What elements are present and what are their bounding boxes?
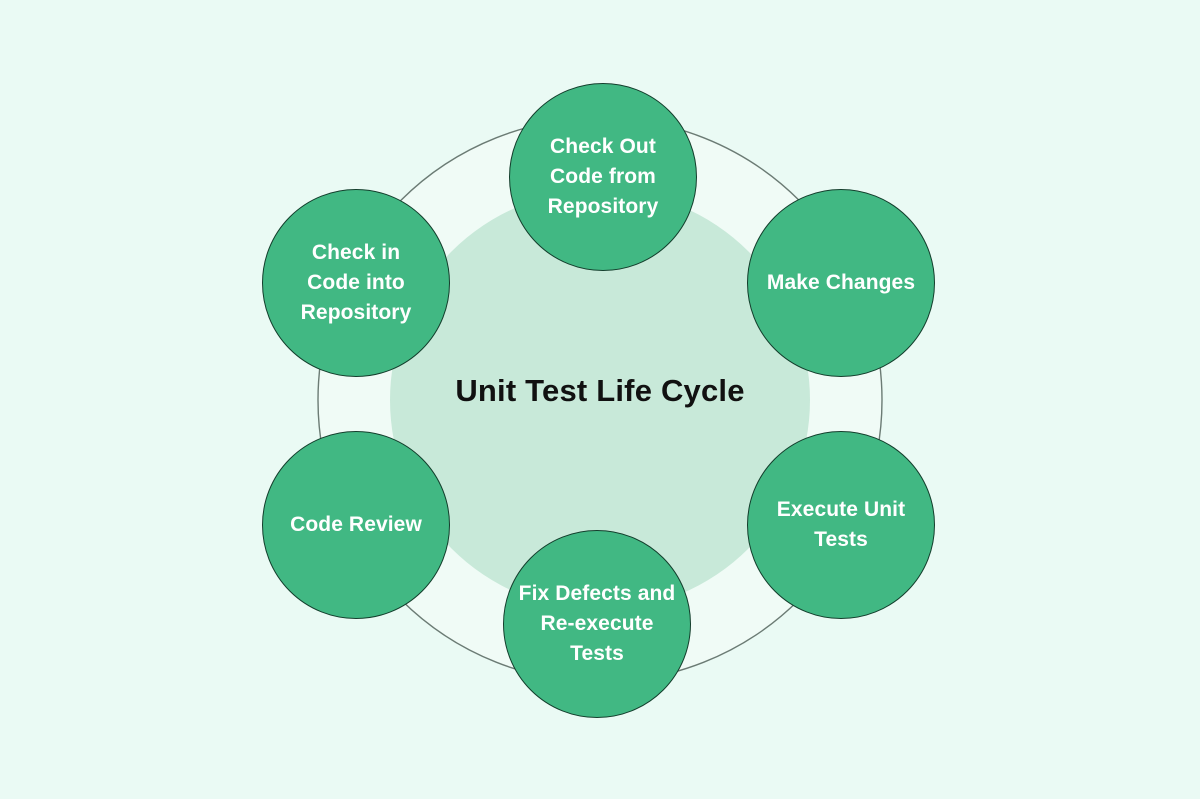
- cycle-node-fix-defects-and-re-execute-tests[interactable]: Fix Defects and Re-execute Tests: [503, 530, 691, 718]
- cycle-node-code-review[interactable]: Code Review: [262, 431, 450, 619]
- cycle-node-label: Execute Unit Tests: [776, 498, 906, 551]
- cycle-node-label: Check Out Code from Repository: [547, 135, 659, 218]
- cycle-node-label: Code Review: [290, 513, 422, 537]
- cycle-node-make-changes[interactable]: Make Changes: [747, 189, 935, 377]
- cycle-node-label: Fix Defects and Re-execute Tests: [518, 582, 676, 665]
- diagram-title: Unit Test Life Cycle: [455, 373, 745, 408]
- cycle-node-check-out-code-from-repository[interactable]: Check Out Code from Repository: [509, 83, 697, 271]
- cycle-node-label: Check in Code into Repository: [300, 241, 412, 324]
- cycle-inner-disc: [390, 190, 810, 610]
- cycle-node-check-in-code-into-repository[interactable]: Check in Code into Repository: [262, 189, 450, 377]
- cycle-node-execute-unit-tests[interactable]: Execute Unit Tests: [747, 431, 935, 619]
- cycle-node-label: Make Changes: [766, 271, 916, 295]
